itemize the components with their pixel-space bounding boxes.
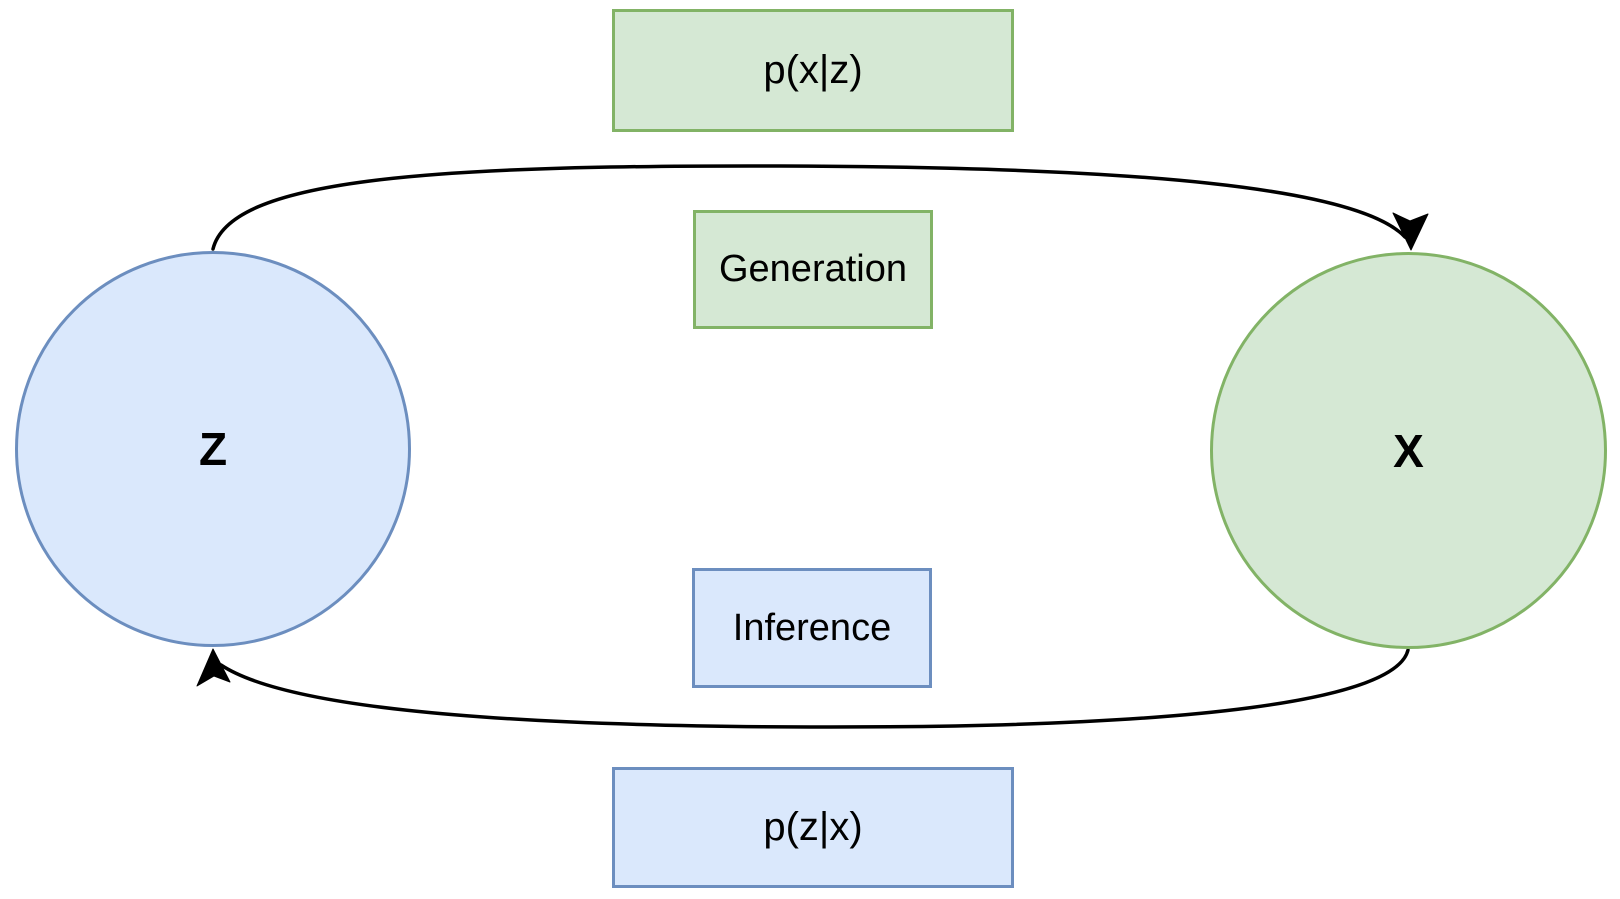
inference-box: Inference bbox=[692, 568, 932, 688]
latent-variable-node: Z bbox=[15, 251, 411, 647]
generation-box: Generation bbox=[693, 210, 933, 329]
p-z-given-x-label: p(z|x) bbox=[763, 805, 863, 849]
latent-variable-label: Z bbox=[198, 423, 228, 475]
observed-variable-label: X bbox=[1393, 424, 1424, 477]
generation-label: Generation bbox=[718, 248, 907, 290]
p-x-given-z-label: p(x|z) bbox=[763, 48, 863, 92]
observed-variable-node: X bbox=[1210, 252, 1607, 649]
inference-label: Inference bbox=[732, 606, 892, 649]
arrowhead-at-x bbox=[1392, 212, 1429, 251]
p-x-given-z-box: p(x|z) bbox=[612, 9, 1014, 132]
p-z-given-x-box: p(z|x) bbox=[612, 767, 1014, 888]
arrowhead-at-z bbox=[196, 648, 231, 687]
